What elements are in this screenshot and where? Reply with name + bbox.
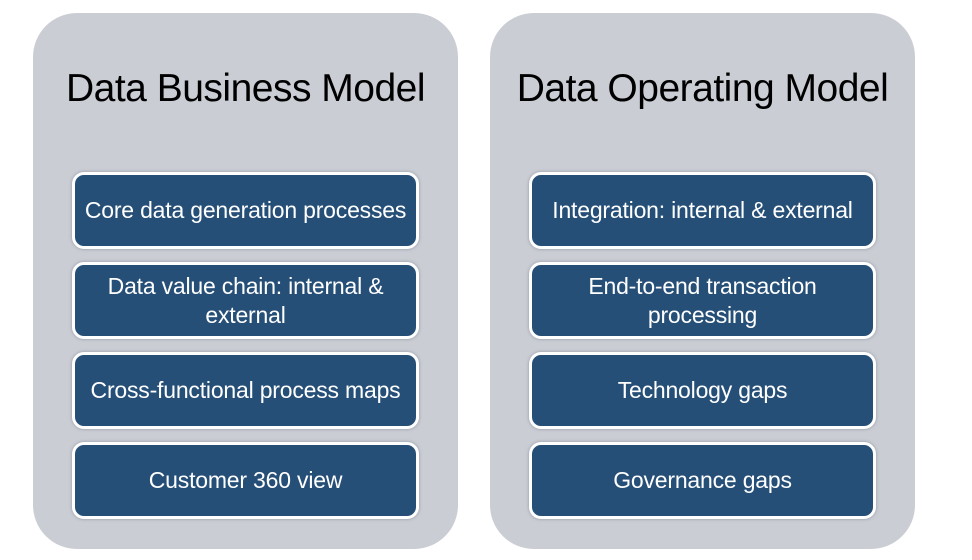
box-label: End-to-end transaction processing bbox=[588, 272, 817, 328]
panel-data-business-model: Data Business Model Core data generation… bbox=[33, 13, 458, 549]
box-label: Integration: internal & external bbox=[552, 197, 853, 223]
box-customer-360-view: Customer 360 view bbox=[72, 442, 419, 519]
box-cross-functional-process-maps: Cross-functional process maps bbox=[72, 352, 419, 429]
box-label: Technology gaps bbox=[617, 377, 788, 403]
box-stack-operating: Integration: internal & external End-to-… bbox=[529, 172, 876, 519]
panel-title-data-operating-model: Data Operating Model bbox=[516, 67, 889, 110]
panel-title-data-business-model: Data Business Model bbox=[65, 67, 426, 110]
box-governance-gaps: Governance gaps bbox=[529, 442, 876, 519]
box-integration-internal-external: Integration: internal & external bbox=[529, 172, 876, 249]
box-technology-gaps: Technology gaps bbox=[529, 352, 876, 429]
panel-data-operating-model: Data Operating Model Integration: intern… bbox=[490, 13, 915, 549]
box-stack-business: Core data generation processes Data valu… bbox=[72, 172, 419, 519]
box-label: Governance gaps bbox=[613, 467, 792, 493]
box-label: Customer 360 view bbox=[148, 467, 343, 493]
box-core-data-generation-processes: Core data generation processes bbox=[72, 172, 419, 249]
box-label: Cross-functional process maps bbox=[90, 377, 401, 403]
box-data-value-chain: Data value chain: internal & external bbox=[72, 262, 419, 339]
box-label: Core data generation processes bbox=[84, 197, 407, 223]
box-end-to-end-transaction-processing: End-to-end transaction processing bbox=[529, 262, 876, 339]
box-label: Data value chain: internal & external bbox=[107, 272, 384, 328]
